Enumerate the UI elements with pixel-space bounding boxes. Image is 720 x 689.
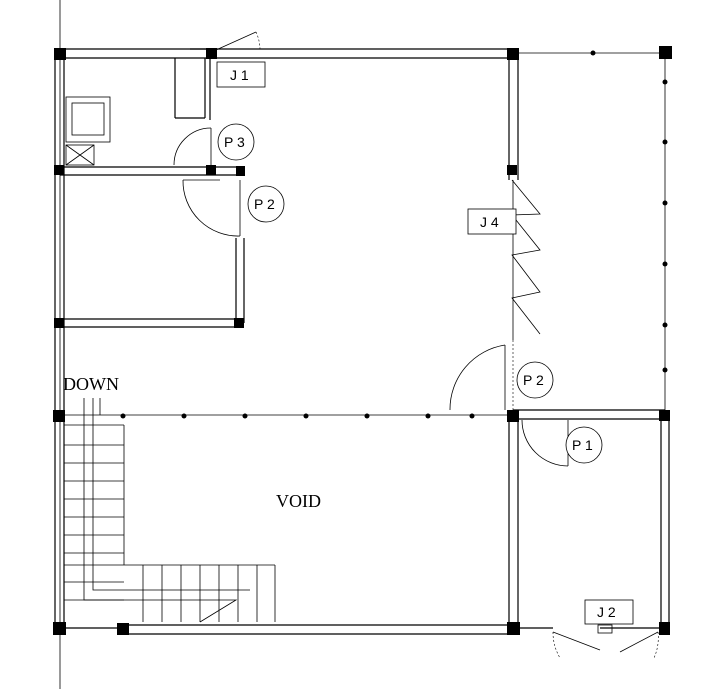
label-void: VOID [276, 491, 321, 511]
bathroom-fixtures [65, 96, 111, 166]
window-j4 [511, 179, 541, 340]
interior-walls [60, 48, 245, 328]
tag-j2: J 2 [584, 599, 634, 625]
window-j2 [518, 624, 661, 659]
label-down: DOWN [63, 374, 119, 394]
beam-lines [60, 50, 668, 419]
tag-p2-small-room: P 2 [247, 185, 285, 223]
tag-j1: J 1 [216, 61, 266, 88]
tag-p3-text: P 3 [224, 134, 245, 150]
tag-p2-main: P 2 [516, 361, 554, 399]
tag-j2-text: J 2 [597, 604, 616, 620]
tag-p3: P 3 [217, 123, 255, 161]
staircase [64, 398, 276, 623]
tag-p2a-text: P 2 [254, 196, 275, 212]
tag-j4-text: J 4 [480, 214, 499, 230]
tag-j1-text: J 1 [230, 67, 249, 83]
tag-j4: J 4 [467, 208, 517, 235]
tag-p1: P 1 [565, 426, 603, 464]
tag-p2b-text: P 2 [523, 372, 544, 388]
outer-walls [54, 48, 670, 635]
columns [53, 46, 672, 635]
tag-p1-text: P 1 [572, 437, 593, 453]
doors [173, 31, 569, 467]
